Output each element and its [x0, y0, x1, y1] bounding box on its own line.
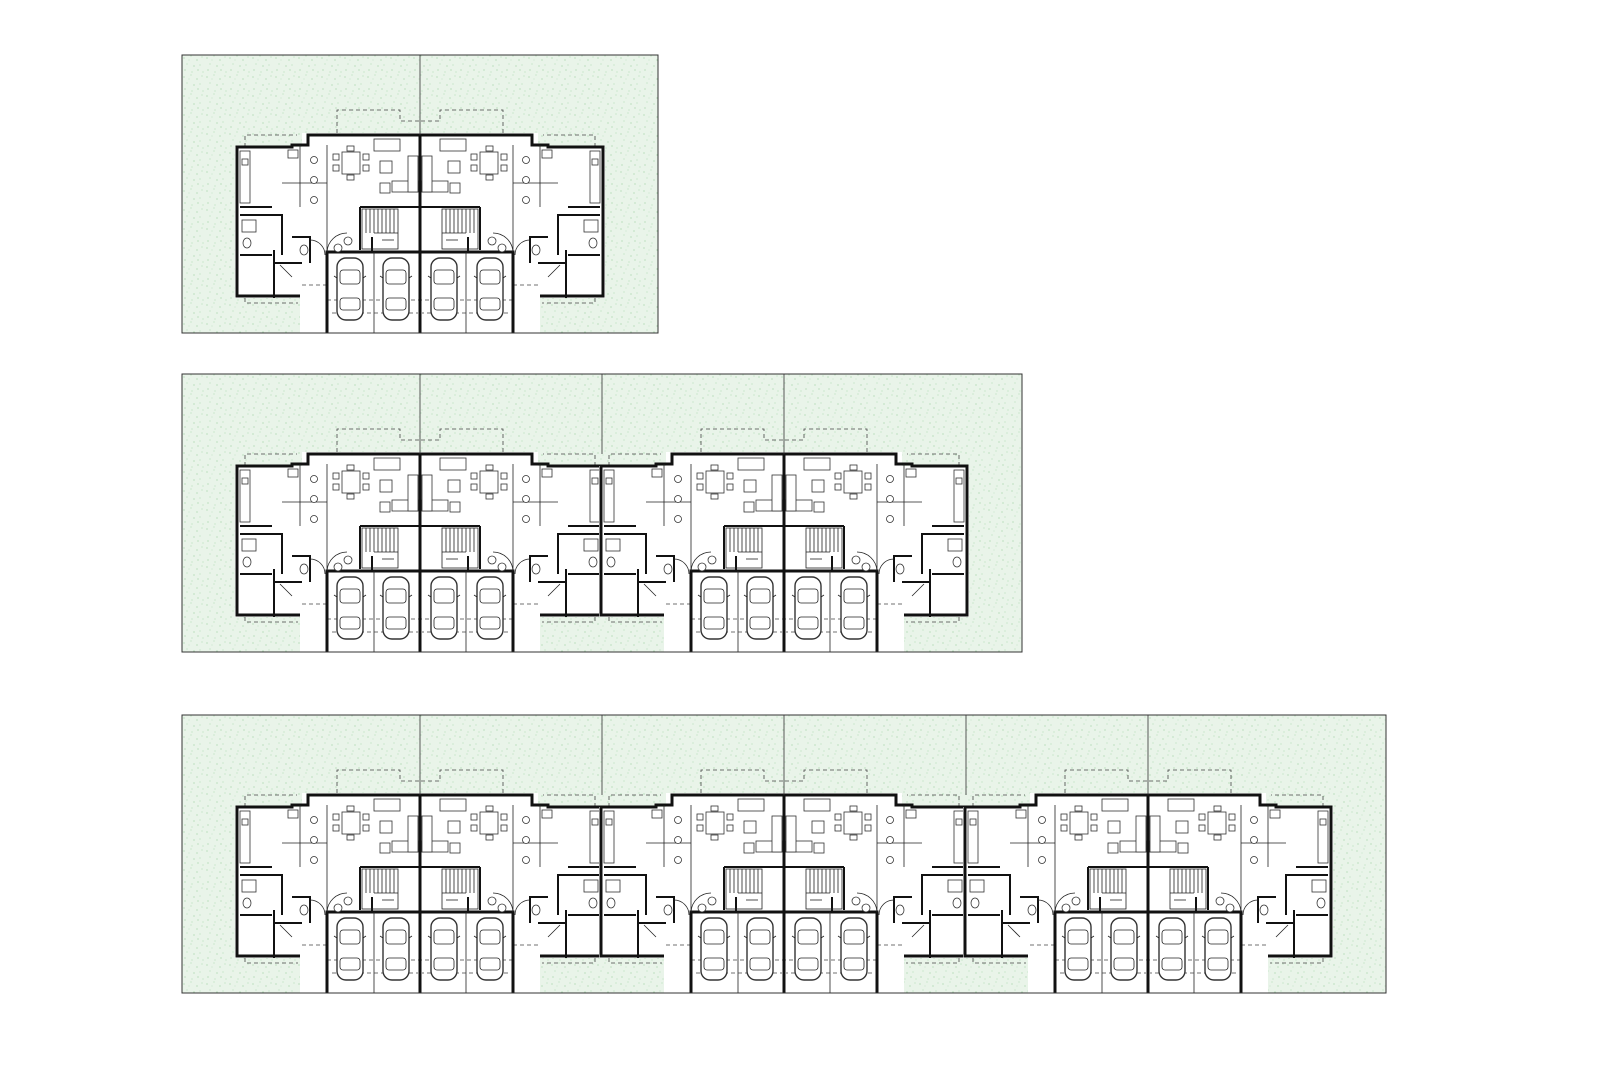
plan-three-pairs	[181, 714, 1387, 994]
site-boundary	[181, 373, 1023, 653]
site-boundary	[181, 54, 659, 334]
plan-one-pair	[181, 54, 659, 334]
plan-two-pairs	[181, 373, 1023, 653]
site-boundary	[181, 714, 1387, 994]
